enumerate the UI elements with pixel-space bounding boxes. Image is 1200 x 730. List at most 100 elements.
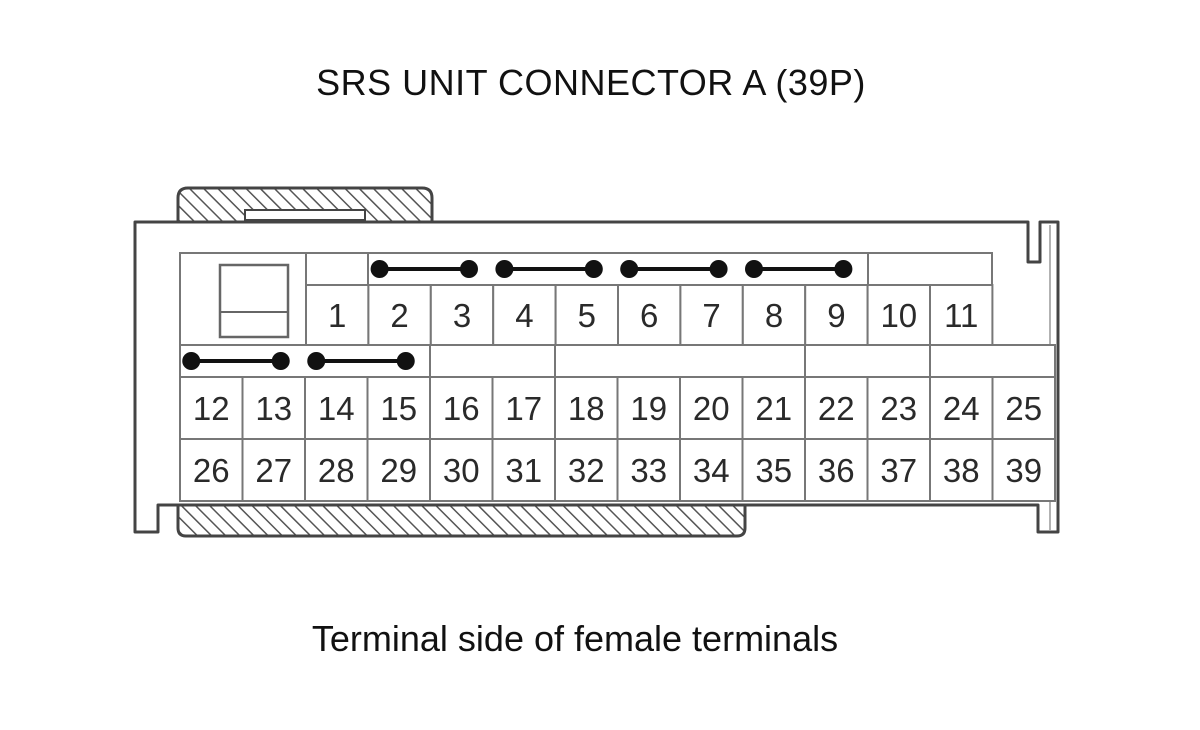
shorting-bar-dot [620,260,639,278]
diagram-caption: Terminal side of female terminals [311,618,839,659]
terminal-number: 1 [328,297,346,334]
terminal-cell [366,376,431,440]
terminal-9: 9 [804,284,869,346]
terminal-number: 20 [693,390,730,427]
terminal-number: 30 [443,452,480,489]
shorting-bar-dot [834,260,853,278]
terminal-number: 11 [944,297,978,334]
terminal-7: 7 [679,284,744,346]
terminal-cell [429,284,495,346]
terminal-4: 4 [492,284,557,346]
terminal-number: 19 [630,390,667,427]
terminal-cell [429,438,494,502]
terminal-cell [866,376,931,440]
terminal-12: 12 [179,376,244,440]
terminal-cell [866,438,931,502]
terminal-15: 15 [366,376,431,440]
terminal-number: 13 [255,390,292,427]
terminal-number: 15 [380,390,417,427]
terminal-38: 38 [929,438,994,502]
terminal-number: 38 [943,452,980,489]
terminal-number: 22 [818,390,855,427]
terminal-number: 18 [568,390,605,427]
terminal-17: 17 [491,376,556,440]
terminal-26: 26 [179,438,244,502]
shorting-bar-12-13 [182,352,290,370]
terminal-number: 36 [818,452,855,489]
terminal-number: 8 [765,297,783,334]
terminal-number: 10 [880,297,917,334]
terminal-14: 14 [304,376,369,440]
terminal-36: 36 [804,438,869,502]
shorting-bar-dot [745,260,763,278]
terminal-number: 7 [702,297,720,334]
shorting-bar-dot [271,352,290,370]
terminal-22: 22 [804,376,869,440]
terminal-18: 18 [554,376,619,440]
shorting-bar-dot [460,260,478,278]
terminal-37: 37 [866,438,931,502]
terminal-number: 27 [255,452,292,489]
key-slot [218,263,290,339]
terminal-number: 34 [693,452,730,489]
terminal-number: 23 [880,390,917,427]
terminal-8: 8 [741,284,807,346]
terminal-11: 11 [929,284,994,346]
terminal-24: 24 [929,376,994,440]
terminal-number: 31 [505,452,542,489]
terminal-cell [617,284,682,346]
terminal-cell [554,438,619,502]
terminal-3: 3 [429,284,495,346]
shorting-bar-8-9 [745,260,853,278]
shorting-bar-dot [584,260,603,278]
terminal-34: 34 [679,438,744,502]
shorting-bar-dot [495,260,514,278]
terminal-cell [179,438,244,502]
terminal-33: 33 [616,438,681,502]
terminal-28: 28 [304,438,369,502]
terminal-cell [679,376,744,440]
shorting-bar-dot [182,352,201,370]
terminal-number: 16 [443,390,480,427]
terminal-number: 14 [318,390,355,427]
terminal-number: 21 [755,390,792,427]
terminal-cell [991,376,1056,440]
terminal-number: 37 [880,452,917,489]
terminal-number: 29 [380,452,417,489]
terminal-cell [741,284,807,346]
shorting-bar-6-7 [620,260,728,278]
terminal-number: 4 [515,297,533,334]
terminal-10: 10 [866,284,931,346]
terminal-number: 28 [318,452,355,489]
lock-tab [176,186,434,224]
terminal-30: 30 [429,438,494,502]
terminal-number: 24 [943,390,980,427]
terminal-number: 9 [827,297,845,334]
terminal-cell [305,284,370,346]
terminal-number: 26 [193,452,230,489]
terminal-23: 23 [866,376,931,440]
terminal-cell [492,284,557,346]
terminal-number: 5 [578,297,596,334]
terminal-5: 5 [554,284,619,346]
terminal-25: 25 [991,376,1056,440]
terminal-cell [804,376,869,440]
terminal-21: 21 [741,376,806,440]
terminal-number: 39 [1005,452,1042,489]
terminal-number: 25 [1005,390,1042,427]
terminal-20: 20 [679,376,744,440]
terminal-2: 2 [367,284,432,346]
terminal-cell [491,438,556,502]
diagram-title: SRS UNIT CONNECTOR A (39P) [316,62,866,103]
terminal-number: 17 [505,390,542,427]
terminal-cell [804,284,869,346]
terminal-27: 27 [241,438,306,502]
shorting-bar-2-3 [370,260,478,278]
separator-band [179,344,1056,378]
terminal-29: 29 [366,438,431,502]
shorting-bars [182,260,853,370]
terminal-number: 32 [568,452,605,489]
guide-rail [176,503,747,538]
